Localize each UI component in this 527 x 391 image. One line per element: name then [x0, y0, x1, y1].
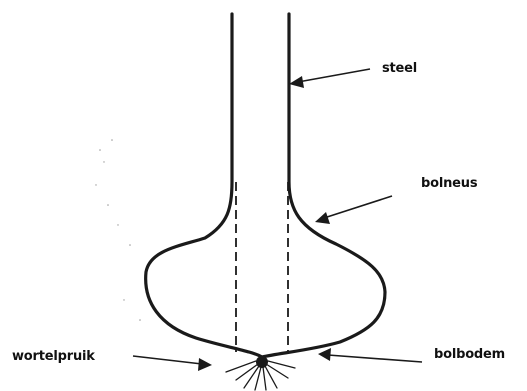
label-bulb-base: bolbodem	[434, 347, 505, 362]
scan-specks	[95, 139, 141, 321]
stem-arrow	[289, 69, 370, 88]
label-root-crown: wortelpruik	[12, 349, 95, 364]
bulb-outline-right	[262, 14, 385, 357]
label-bulb-neck: bolneus	[421, 176, 478, 191]
root-tuft	[226, 356, 295, 390]
basal-plate-arrow	[318, 348, 422, 362]
label-stem: steel	[382, 61, 417, 76]
neck-arrow	[315, 196, 392, 224]
bulb-outline-left	[146, 14, 262, 357]
root-crown-arrow	[133, 356, 212, 371]
